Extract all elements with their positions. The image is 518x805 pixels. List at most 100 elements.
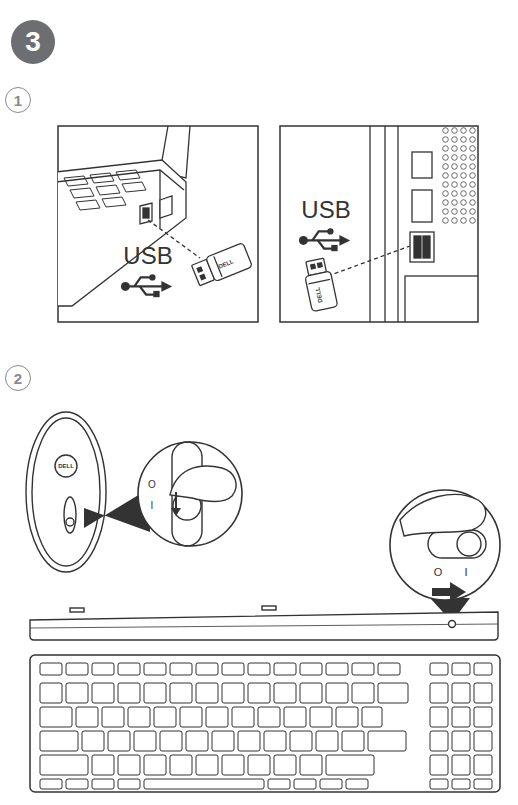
- key: [326, 755, 374, 775]
- key: [452, 779, 470, 789]
- key: [92, 683, 114, 703]
- key: [248, 755, 270, 775]
- key: [300, 663, 322, 675]
- key: [346, 779, 368, 789]
- key: [66, 683, 88, 703]
- key: [160, 731, 182, 751]
- key: [40, 707, 72, 727]
- key: [40, 755, 88, 775]
- logo-text: DELL: [58, 463, 74, 469]
- key: [378, 663, 400, 675]
- key: [268, 779, 290, 789]
- key: [196, 683, 218, 703]
- key: [452, 731, 470, 751]
- key: [326, 663, 348, 675]
- key: [300, 755, 322, 775]
- key: [352, 683, 374, 703]
- key: [66, 779, 88, 789]
- key: [320, 779, 342, 789]
- key: [274, 755, 296, 775]
- key: [144, 683, 166, 703]
- key: [316, 731, 338, 751]
- key: [474, 731, 492, 751]
- mouse-drawing: [26, 412, 242, 572]
- key: [196, 755, 218, 775]
- key: [430, 731, 448, 751]
- key: [264, 731, 286, 751]
- key: [474, 779, 492, 789]
- key: [206, 707, 228, 727]
- keyboard-keys: [40, 663, 492, 789]
- key: [284, 707, 306, 727]
- key: [144, 779, 264, 789]
- key: [290, 731, 312, 751]
- key: [274, 683, 296, 703]
- switch-off-mark: O: [434, 567, 443, 578]
- key: [274, 663, 296, 675]
- key: [342, 731, 364, 751]
- switch-on-mark: I: [464, 567, 467, 578]
- step-label: 1: [14, 93, 22, 108]
- key: [180, 707, 202, 727]
- key: [154, 707, 176, 727]
- key: [134, 731, 156, 751]
- key: [294, 779, 316, 789]
- port-label: USB: [301, 198, 350, 222]
- key: [430, 707, 448, 727]
- key: [92, 755, 114, 775]
- key: [300, 683, 322, 703]
- key: [336, 707, 358, 727]
- key: [258, 707, 280, 727]
- key: [452, 663, 470, 675]
- key: [248, 683, 270, 703]
- key: [378, 683, 408, 703]
- key: [170, 683, 192, 703]
- key: [474, 683, 492, 703]
- key: [92, 779, 114, 789]
- keyboard-switch-zoom: [390, 490, 500, 622]
- key: [430, 755, 448, 775]
- key: [144, 755, 166, 775]
- keyboard-top: [30, 655, 500, 792]
- key: [310, 707, 332, 727]
- key: [82, 731, 104, 751]
- key: [40, 779, 62, 789]
- step-label: 2: [14, 371, 22, 386]
- key: [248, 663, 270, 675]
- key: [430, 779, 448, 789]
- key: [212, 731, 234, 751]
- key: [352, 663, 374, 675]
- port-label: USB: [123, 244, 172, 268]
- key: [222, 755, 244, 775]
- key: [326, 683, 348, 703]
- key: [128, 707, 150, 727]
- key: [196, 663, 218, 675]
- key: [118, 663, 140, 675]
- key: [40, 663, 62, 675]
- key: [452, 755, 470, 775]
- key: [186, 731, 208, 751]
- key: [108, 731, 130, 751]
- key: [170, 663, 192, 675]
- substep-number: 2: [5, 365, 31, 391]
- laptop-drawing: [58, 126, 252, 306]
- key: [118, 683, 140, 703]
- step-label: 3: [25, 28, 41, 56]
- key: [66, 663, 88, 675]
- key: [452, 683, 470, 703]
- step-number: 3: [11, 20, 55, 64]
- substep-number: 1: [5, 87, 31, 113]
- switch-off-mark: O: [148, 480, 156, 490]
- key: [232, 707, 254, 727]
- key: [362, 707, 382, 727]
- key: [40, 683, 62, 703]
- key: [92, 663, 114, 675]
- key: [430, 683, 448, 703]
- key: [238, 731, 260, 751]
- key: [222, 683, 244, 703]
- key: [170, 755, 192, 775]
- key: [102, 707, 124, 727]
- key: [118, 779, 140, 789]
- key: [76, 707, 98, 727]
